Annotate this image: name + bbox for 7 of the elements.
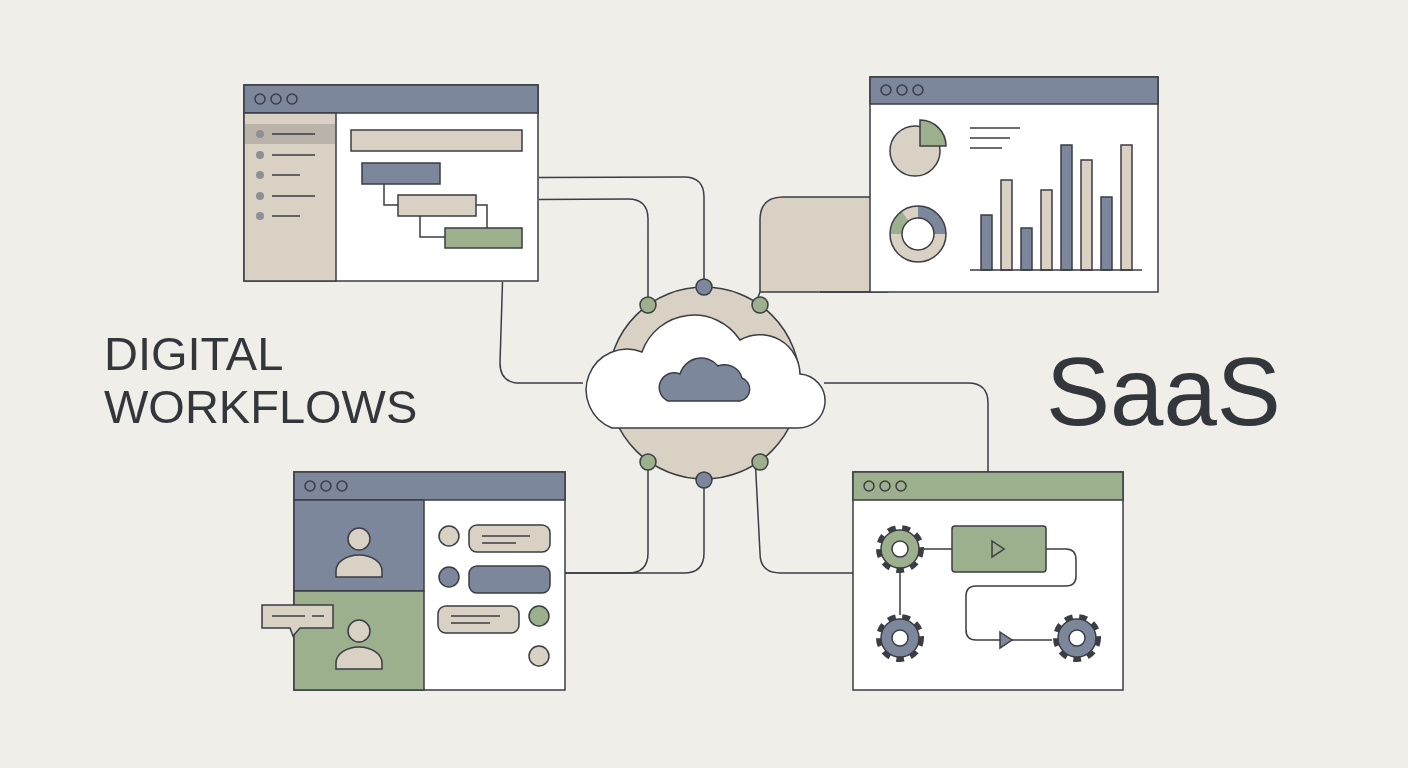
title-text: SaaS: [1046, 338, 1282, 446]
heading-text: DIGITAL WORKFLOWS: [104, 328, 419, 434]
connector-line: [564, 487, 705, 574]
connector-line: [538, 198, 649, 298]
connector-line: [823, 382, 989, 473]
connector-line: [499, 281, 584, 384]
connector-line: [538, 176, 705, 280]
